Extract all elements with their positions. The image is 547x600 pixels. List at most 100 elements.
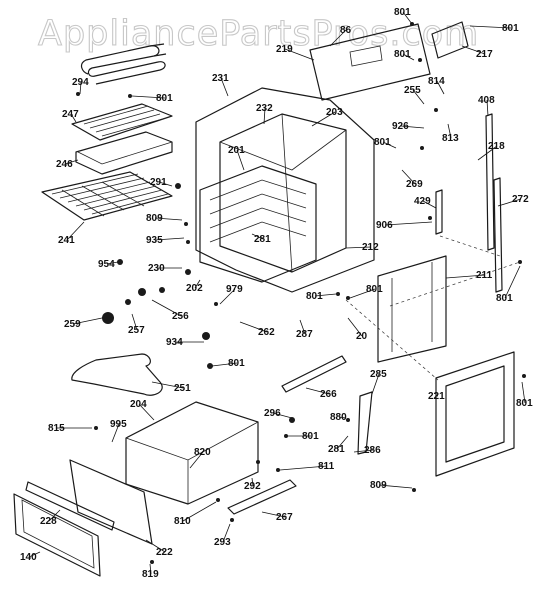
callout-leader [239,321,268,333]
callout-label: 819 [142,569,159,580]
callout-leader [371,373,380,395]
rail-272-part[interactable] [493,177,503,293]
callout-leader [106,261,119,265]
callout-leader [445,274,486,279]
oven-door-part[interactable] [435,351,515,477]
callout-label: 269 [406,179,423,190]
callout-leader [345,246,372,249]
callout-label: 293 [214,537,231,548]
callout-label: 935 [146,235,163,246]
broil-pan-grid-part[interactable] [71,103,173,141]
callout-label: 809 [370,480,387,491]
callout-label: 814 [428,76,445,87]
callout-label: 140 [20,552,37,563]
bracket-part[interactable] [431,21,469,59]
callout-leader [194,279,201,289]
callout-label: 230 [148,263,165,274]
hinge-part[interactable] [357,391,373,455]
fastener-set [76,22,526,564]
oven-liner-part[interactable] [199,165,317,283]
callout-label: 429 [414,196,431,207]
callout-label: 257 [128,325,145,336]
callout-label: 259 [64,319,81,330]
trim-strip-228[interactable] [25,481,115,531]
bake-element-part[interactable] [80,43,167,85]
callout-label: 292 [244,481,261,492]
callout-leader [378,484,413,489]
support-rod-part[interactable] [281,355,347,393]
callout-leader [384,221,433,226]
rail-429-part[interactable] [435,189,443,235]
callout-label: 820 [194,447,211,458]
callout-label: 926 [392,121,409,132]
callout-leader [236,149,245,171]
callout-leader [486,99,489,117]
callout-label: 880 [330,412,347,423]
top-panel-part[interactable] [309,23,431,101]
watermark: AppliancePartsPros.com [37,13,480,54]
callout-label: 801 [366,284,383,295]
callout-leader [461,45,486,55]
callout-leader [220,77,229,97]
callout-leader [149,563,152,575]
callout-label: 272 [512,194,529,205]
callout-leader [402,53,415,61]
trim-strip-140[interactable] [13,493,101,577]
callout-label: 801 [228,358,245,369]
callout-label: 285 [370,369,387,380]
callout-leader [131,313,138,331]
callout-label: 203 [326,107,343,118]
callout-leader [70,113,77,123]
callout-leader [382,141,397,149]
callout-label: 810 [174,516,191,527]
callout-leader [400,125,425,129]
callout-leader [422,200,437,209]
callout-leader [145,539,166,553]
callout-label: 222 [156,547,173,558]
callout-label: 801 [374,137,391,148]
alignment-lines [345,235,521,381]
callout-leader [279,465,328,471]
callout-label: 809 [146,213,163,224]
callout-label: 813 [442,133,459,144]
callout-leader [64,159,79,165]
callout-leader [469,25,512,29]
callout-label: 217 [476,49,493,60]
rail-408-part[interactable] [485,113,495,251]
broil-pan-part[interactable] [75,131,173,175]
callout-leader [219,288,236,305]
callout-label: 251 [174,383,191,394]
callout-label: 281 [254,234,271,245]
callout-label: 255 [404,85,421,96]
callout-label: 291 [150,177,167,188]
broil-element-part[interactable] [71,353,163,396]
side-panel-part[interactable] [377,255,447,363]
callout-leader [28,551,41,558]
callout-label: 266 [320,389,337,400]
storage-drawer-part[interactable] [125,401,259,505]
callout-leader [353,449,374,453]
callout-leader [447,123,452,139]
callout-leader [401,169,416,185]
callout-label: 286 [364,445,381,456]
oven-rack-part[interactable] [41,171,173,221]
callout-leader [66,221,85,241]
callout-leader [131,95,166,99]
callout-label: 815 [48,423,65,434]
callout-leader [211,362,238,367]
callout-label: 801 [394,7,411,18]
callout-leader [151,299,182,317]
callout-leader [182,501,217,522]
callout-leader [402,11,413,25]
callout-leader [151,381,184,389]
callout-label: 211 [476,270,493,281]
callout-leader [347,317,363,337]
callout-leader [189,451,204,469]
callout-label: 801 [516,398,533,409]
callout-label: 212 [362,242,379,253]
callout-leader [79,81,82,95]
callout-leader [311,111,336,127]
drawer-rail-part[interactable] [227,479,297,515]
oven-cavity-part[interactable] [195,87,375,293]
